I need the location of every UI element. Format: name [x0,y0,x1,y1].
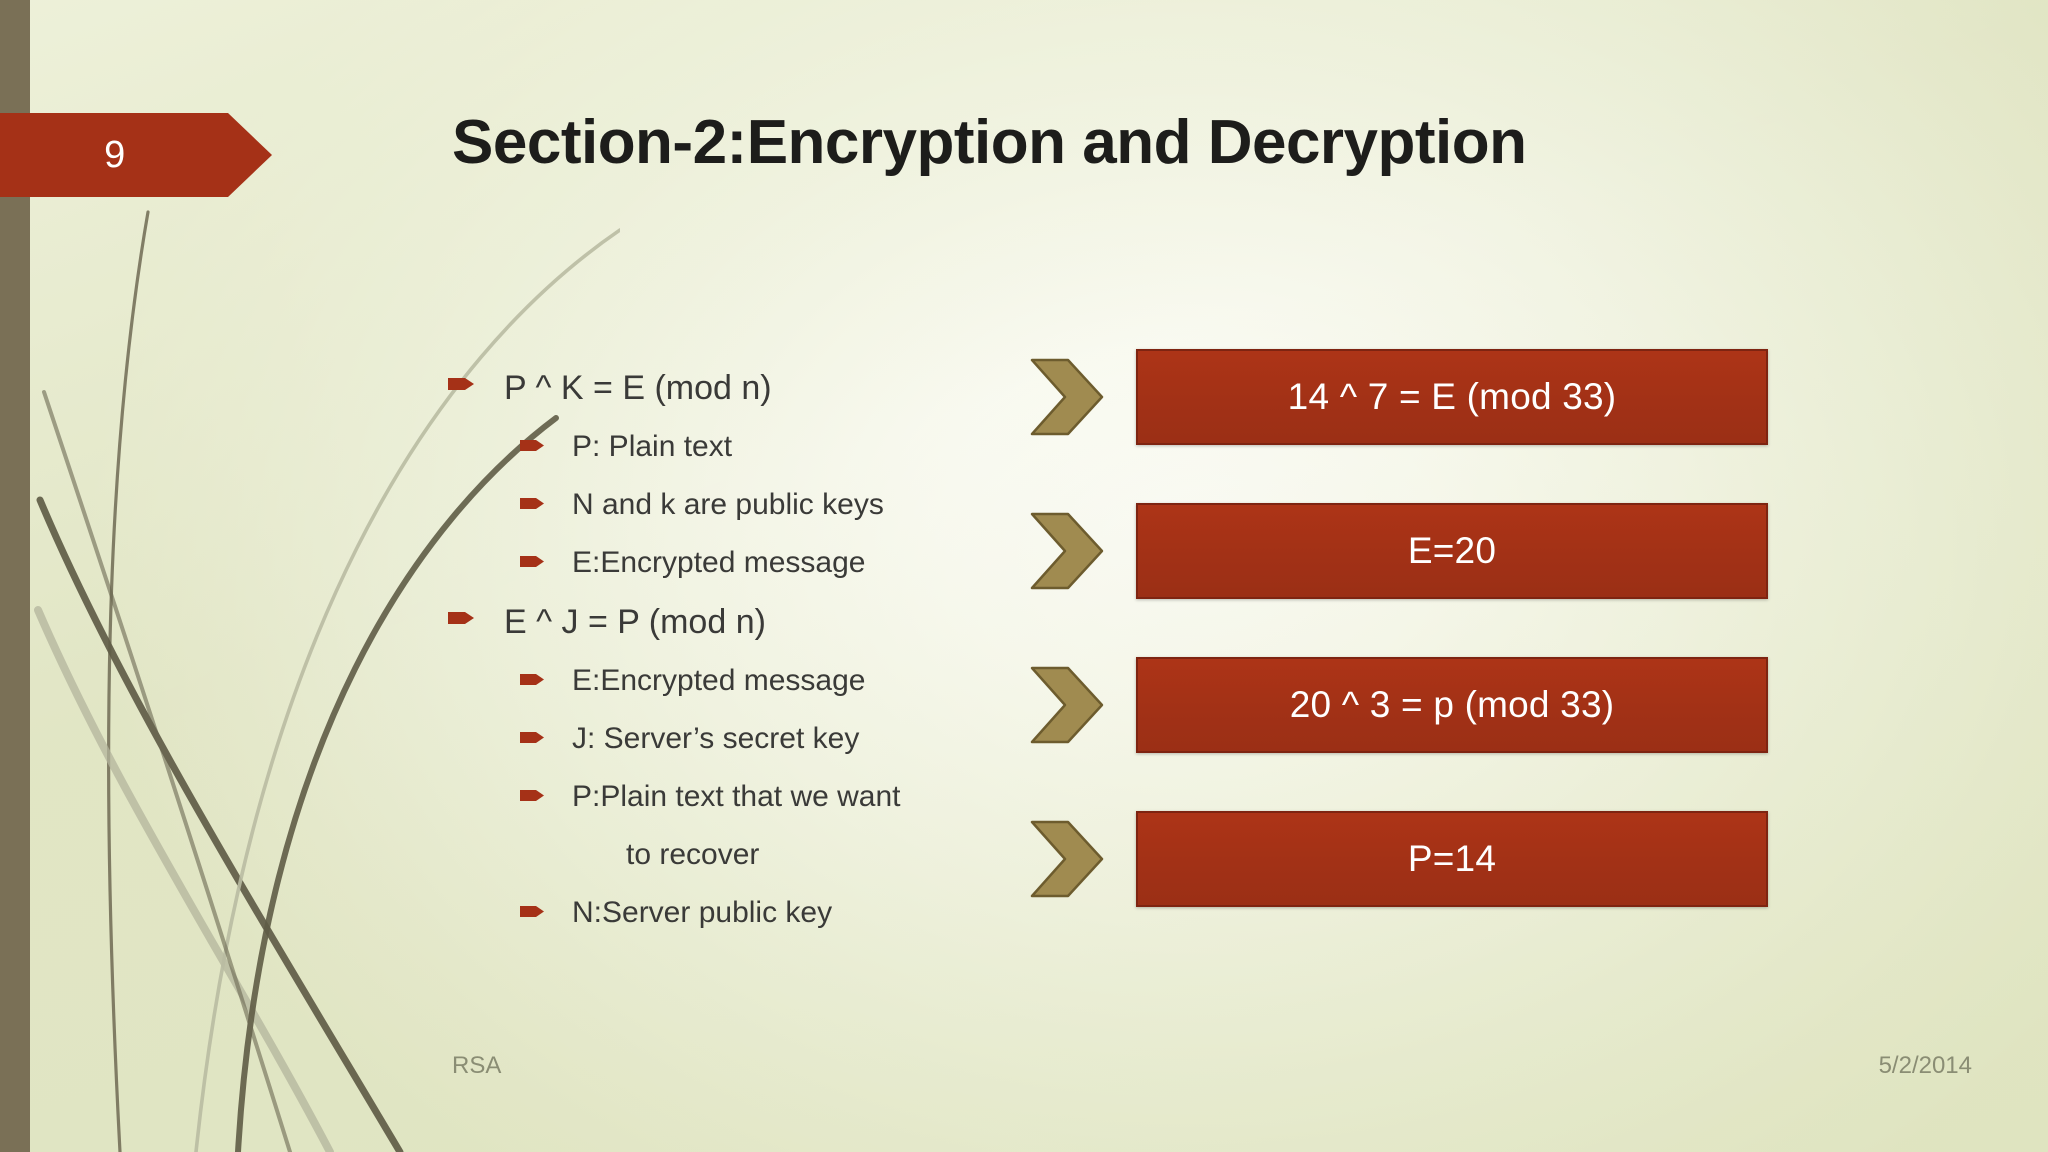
process-step-label: E=20 [1407,530,1497,571]
list-item-label: E ^ J = P (mod n) [504,603,766,641]
list-item: E:Encrypted message [448,654,1008,708]
list-item-label: E:Encrypted message [572,546,866,579]
list-item-label: to recover [626,838,760,871]
pennant-bullet-icon [520,672,544,687]
process-step-label: 14 ^ 7 = E (mod 33) [1287,376,1617,417]
process-step-box: E=20 [1136,503,1768,599]
pennant-bullet-icon [520,438,544,453]
pennant-bullet-icon [520,554,544,569]
bullet-list: P ^ K = E (mod n) P: Plain text N and k … [448,360,1008,944]
chevron-right-icon [1028,354,1106,440]
pennant-bullet-icon [448,610,474,626]
chevron-right-icon [1028,662,1106,748]
chevron-right-icon [1028,816,1106,902]
list-item: N and k are public keys [448,478,1008,532]
list-item: P:Plain text that we want [448,770,1008,824]
list-item-label: P ^ K = E (mod n) [504,369,772,407]
list-item-label: N and k are public keys [572,488,884,521]
list-item: N:Server public key [448,886,1008,940]
process-step-box: 20 ^ 3 = p (mod 33) [1136,657,1768,753]
list-item-label: N:Server public key [572,896,833,929]
pennant-bullet-icon [520,730,544,745]
process-step-box: P=14 [1136,811,1768,907]
footer-left-text: RSA [452,1052,502,1079]
list-item: E ^ J = P (mod n) [448,594,1008,650]
list-item: E:Encrypted message [448,536,1008,590]
list-item-label: P:Plain text that we want [572,780,901,813]
process-step-box: 14 ^ 7 = E (mod 33) [1136,349,1768,445]
list-item-label: P: Plain text [572,430,733,463]
pennant-bullet-icon [520,788,544,803]
list-item-label: E:Encrypted message [572,664,866,697]
process-step: P=14 [1028,810,1768,908]
list-item-label: J: Server’s secret key [572,722,860,755]
chevron-right-icon [1028,508,1106,594]
page-number-banner [0,113,272,197]
page-number: 9 [104,133,126,176]
list-item: P: Plain text [448,420,1008,474]
process-steps: 14 ^ 7 = E (mod 33) E=20 20 ^ 3 = p (mod… [1028,348,1768,964]
process-step: E=20 [1028,502,1768,600]
footer-date: 5/2/2014 [1878,1052,1972,1079]
pennant-bullet-icon [520,496,544,511]
pennant-bullet-icon [520,904,544,919]
page-title: Section-2:Encryption and Decryption [452,108,1527,177]
process-step-label: 20 ^ 3 = p (mod 33) [1289,684,1615,725]
list-item: P ^ K = E (mod n) [448,360,1008,416]
process-step-label: P=14 [1407,838,1497,879]
pennant-bullet-icon [448,376,474,392]
process-step: 20 ^ 3 = p (mod 33) [1028,656,1768,754]
list-item-continuation: to recover [448,828,1008,882]
list-item: J: Server’s secret key [448,712,1008,766]
process-step: 14 ^ 7 = E (mod 33) [1028,348,1768,446]
